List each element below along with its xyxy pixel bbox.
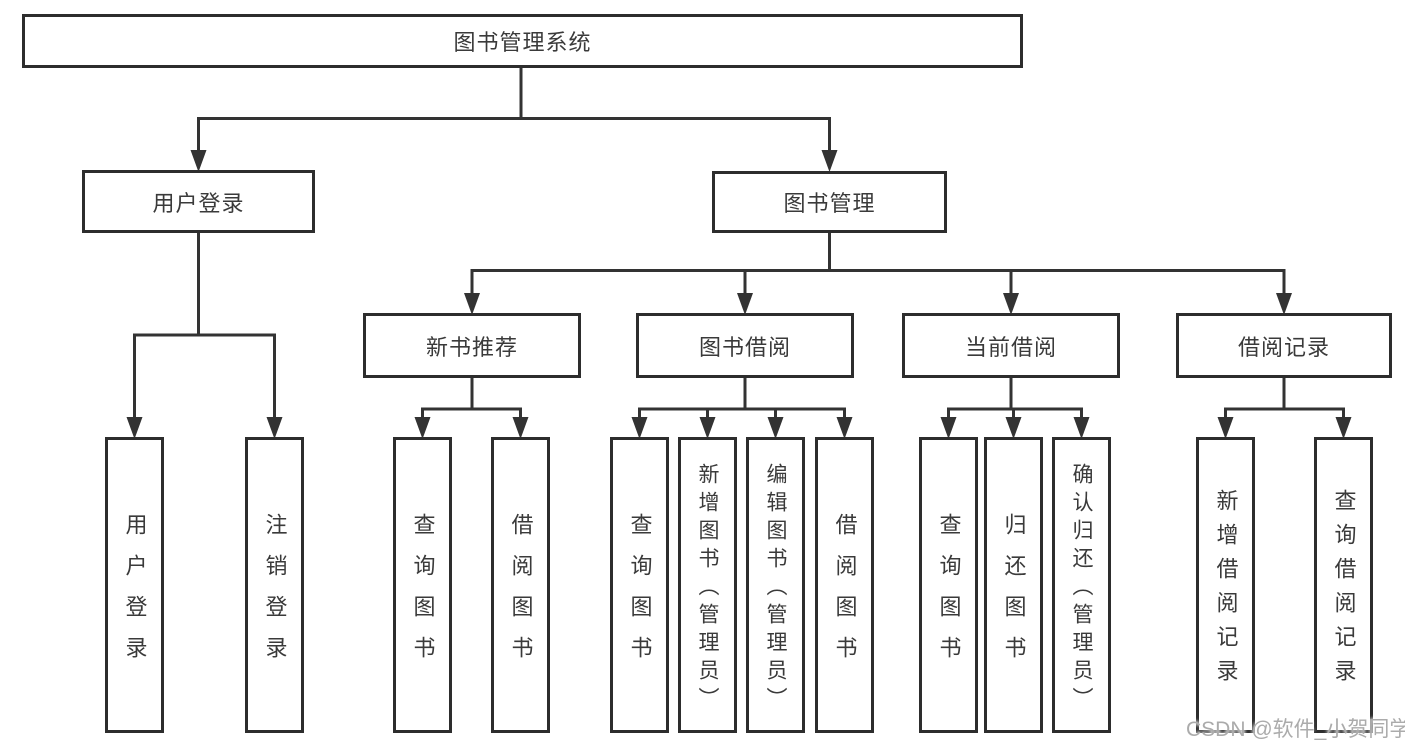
leaf-label: 编辑图书（管理员） xyxy=(764,462,787,715)
leaf-label: 新增借阅记录 xyxy=(1213,489,1239,693)
leaf-query-books-current: 查询图书 xyxy=(919,437,978,733)
node-new-book-recommend: 新书推荐 xyxy=(363,313,581,378)
leaf-query-borrow-record: 查询借阅记录 xyxy=(1314,437,1373,733)
node-label: 借阅记录 xyxy=(1237,334,1330,360)
leaf-query-books-borrow: 查询图书 xyxy=(610,437,669,733)
node-label: 用户登录 xyxy=(152,190,245,216)
node-book-management: 图书管理 xyxy=(712,171,947,233)
leaf-user-login: 用户登录 xyxy=(105,437,164,733)
node-label: 图书管理系统 xyxy=(453,30,592,55)
node-label: 图书管理 xyxy=(783,191,876,216)
leaf-label: 借阅图书 xyxy=(832,512,858,677)
node-user-login: 用户登录 xyxy=(82,170,315,233)
leaf-label: 查询图书 xyxy=(627,512,653,677)
leaf-confirm-return-admin: 确认归还（管理员） xyxy=(1052,437,1111,733)
node-current-borrow: 当前借阅 xyxy=(902,313,1120,378)
leaf-label: 查询图书 xyxy=(936,512,962,677)
leaf-add-borrow-record: 新增借阅记录 xyxy=(1196,437,1255,733)
leaf-label: 用户登录 xyxy=(122,512,148,677)
node-library-system: 图书管理系统 xyxy=(22,14,1023,68)
leaf-label: 确认归还（管理员） xyxy=(1070,462,1093,715)
leaf-query-books-recommend: 查询图书 xyxy=(393,437,452,733)
leaf-label: 注销登录 xyxy=(262,512,288,677)
node-label: 当前借阅 xyxy=(964,334,1057,360)
arrowhead-icons xyxy=(126,150,1352,439)
leaf-borrow-books-recommend: 借阅图书 xyxy=(491,437,550,733)
leaf-return-books: 归还图书 xyxy=(984,437,1043,733)
node-book-borrow: 图书借阅 xyxy=(636,313,854,378)
leaf-label: 查询图书 xyxy=(410,512,436,677)
leaf-label: 借阅图书 xyxy=(508,512,534,677)
leaf-borrow-books: 借阅图书 xyxy=(815,437,874,733)
node-label: 图书借阅 xyxy=(698,334,791,360)
watermark: CSDN @软件_小贺同学 xyxy=(1186,718,1405,741)
node-label: 新书推荐 xyxy=(425,334,518,360)
leaf-logout: 注销登录 xyxy=(245,437,304,733)
leaf-edit-books-admin: 编辑图书（管理员） xyxy=(746,437,805,733)
leaf-label: 新增图书（管理员） xyxy=(696,462,719,715)
leaf-add-books-admin: 新增图书（管理员） xyxy=(678,437,737,733)
node-borrow-record: 借阅记录 xyxy=(1176,313,1392,378)
leaf-label: 归还图书 xyxy=(1001,512,1027,677)
leaf-label: 查询借阅记录 xyxy=(1331,489,1357,693)
